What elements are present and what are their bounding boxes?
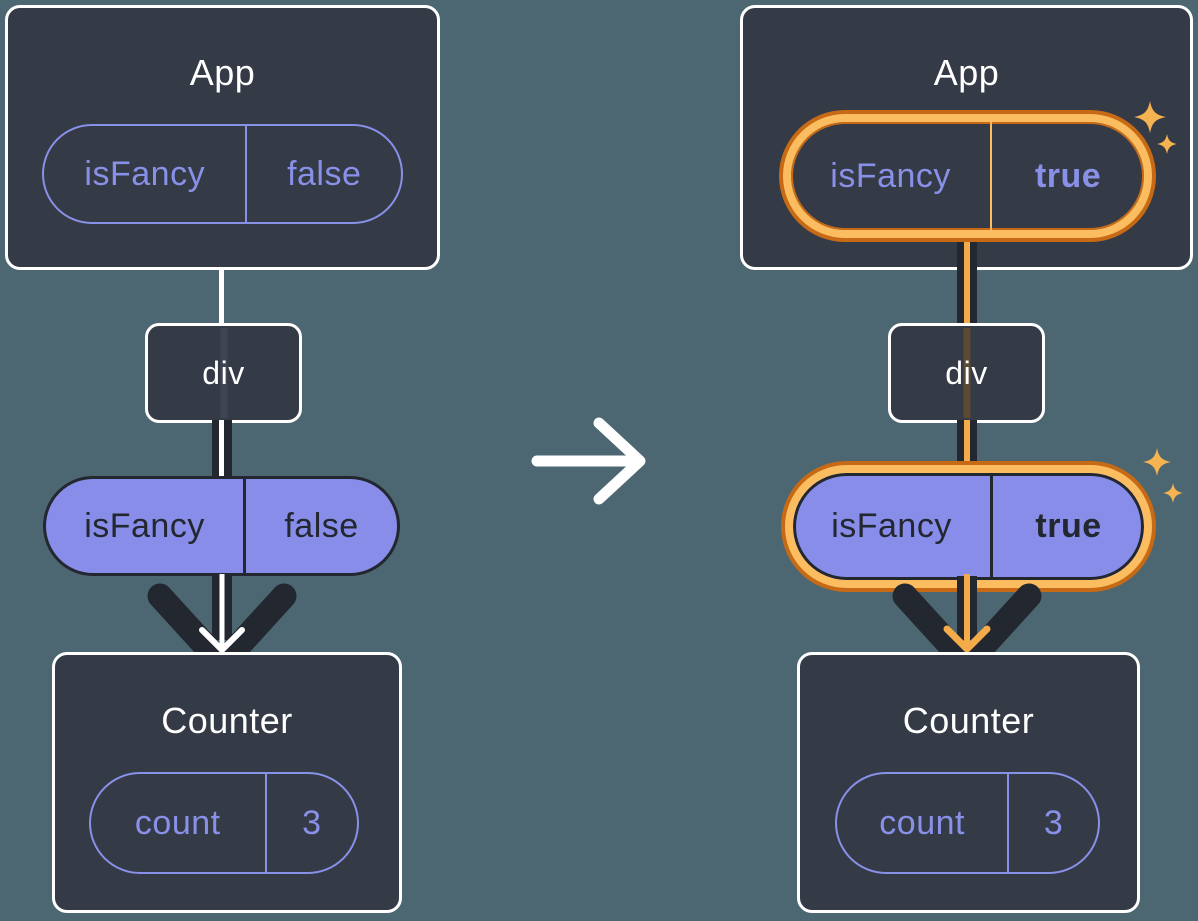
state-key: isFancy	[791, 122, 993, 230]
state-value: 3	[302, 803, 322, 842]
state-key: count	[91, 774, 267, 872]
right-div-label: div	[945, 354, 988, 391]
left-app-title: App	[189, 52, 256, 93]
prop-value: true	[1035, 507, 1102, 545]
state-key: count	[837, 774, 1010, 872]
right-div-pill-shaft-core	[964, 420, 970, 480]
left-app-div-connector	[219, 267, 224, 326]
right-counter-title: Counter	[902, 700, 1035, 741]
prop-key: isFancy	[793, 473, 994, 580]
state-value: true	[1034, 156, 1102, 195]
right-app-div-shaft-core	[964, 236, 970, 326]
left-div-node: div	[145, 323, 302, 423]
left-counter-box	[52, 652, 402, 913]
left-div-muted-line	[220, 328, 227, 418]
left-div-label: div	[202, 354, 245, 391]
left-div-pill-shaft-core	[219, 420, 224, 480]
left-count-pill: count 3	[89, 772, 359, 874]
state-value: 3	[1043, 803, 1064, 842]
right-div-node: div	[888, 323, 1045, 423]
left-passed-prop-pill: isFancy false	[43, 476, 400, 576]
prop-value: false	[284, 506, 359, 545]
state-value: false	[287, 154, 362, 193]
right-div-muted-line	[963, 328, 970, 418]
sparkle-icon	[1134, 101, 1177, 154]
prop-key: isFancy	[46, 479, 247, 573]
right-app-title: App	[933, 52, 1000, 93]
state-key: isFancy	[44, 126, 248, 222]
left-app-state-pill: isFancy false	[42, 124, 403, 224]
transition-arrow-icon	[531, 417, 646, 505]
left-counter-title: Counter	[161, 700, 293, 741]
right-app-state-pill: isFancy true	[783, 114, 1152, 238]
right-passed-prop-pill: isFancy true	[785, 465, 1152, 588]
right-count-pill: count 3	[835, 772, 1100, 874]
sparkle-icon	[1143, 448, 1183, 503]
